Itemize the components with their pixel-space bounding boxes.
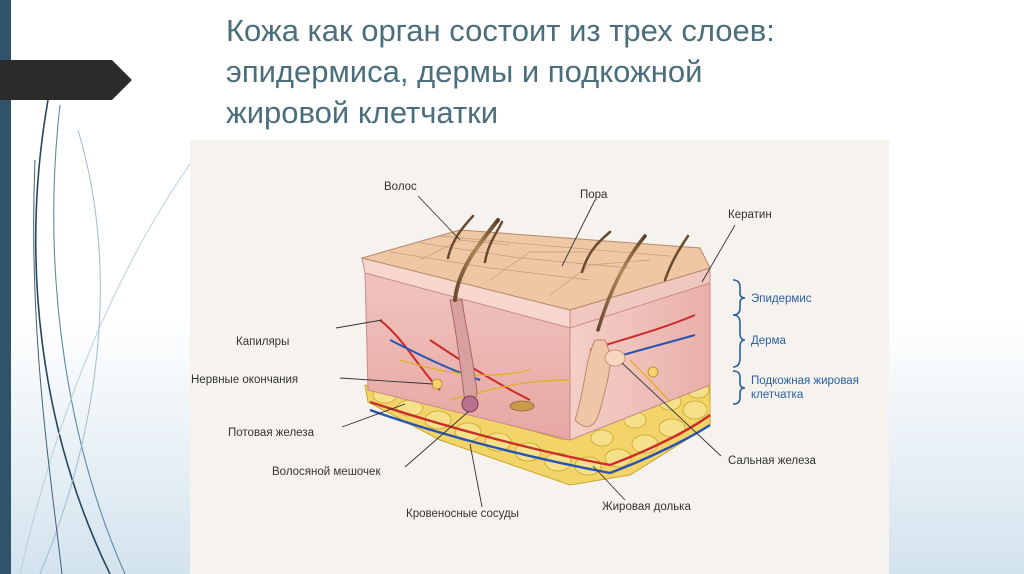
- decorative-curves: [19, 99, 201, 574]
- label-blood-vessels: Кровеносные сосуды: [406, 508, 519, 520]
- label-sebaceous-gland: Сальная железа: [728, 455, 817, 467]
- brace-dermis: [732, 314, 746, 368]
- skin-cross-section-illustration: Волос Пора Кератин Капиляры Нервные окон…: [191, 181, 859, 520]
- label-capillaries: Капиляры: [236, 336, 289, 348]
- slide-title: Кожа как орган состоит из трех слоев: эп…: [226, 10, 986, 133]
- label-hair: Волос: [384, 181, 417, 193]
- title-line-3: жировой клетчатки: [226, 95, 499, 130]
- title-line-1: Кожа как орган состоит из трех слоев:: [226, 13, 775, 48]
- label-keratin: Кератин: [728, 209, 772, 221]
- brace-subcutaneous: [732, 370, 746, 405]
- left-accent-bar: [0, 0, 11, 574]
- leader-lines: [335, 195, 736, 508]
- label-epidermis: Эпидермис: [751, 293, 812, 305]
- hairs: [446, 214, 690, 332]
- label-hair-follicle: Волосяной мешочек: [272, 466, 381, 478]
- title-line-2: эпидермиса, дермы и подкожной: [226, 54, 703, 89]
- label-sweat-gland: Потовая железа: [228, 427, 315, 439]
- slide-tab-marker: [0, 60, 132, 100]
- label-subcutaneous-line2: клетчатка: [751, 389, 804, 401]
- label-subcutaneous-line1: Подкожная жировая: [751, 375, 859, 387]
- skin-structure-figure: Волос Пора Кератин Капиляры Нервные окон…: [190, 140, 889, 574]
- label-dermis: Дерма: [751, 335, 786, 347]
- label-pore: Пора: [580, 189, 608, 201]
- sweat-gland: [509, 400, 535, 412]
- label-nerve-endings: Нервные окончания: [191, 374, 298, 386]
- label-fat-lobule: Жировая долька: [602, 501, 691, 513]
- brace-epidermis: [732, 279, 746, 316]
